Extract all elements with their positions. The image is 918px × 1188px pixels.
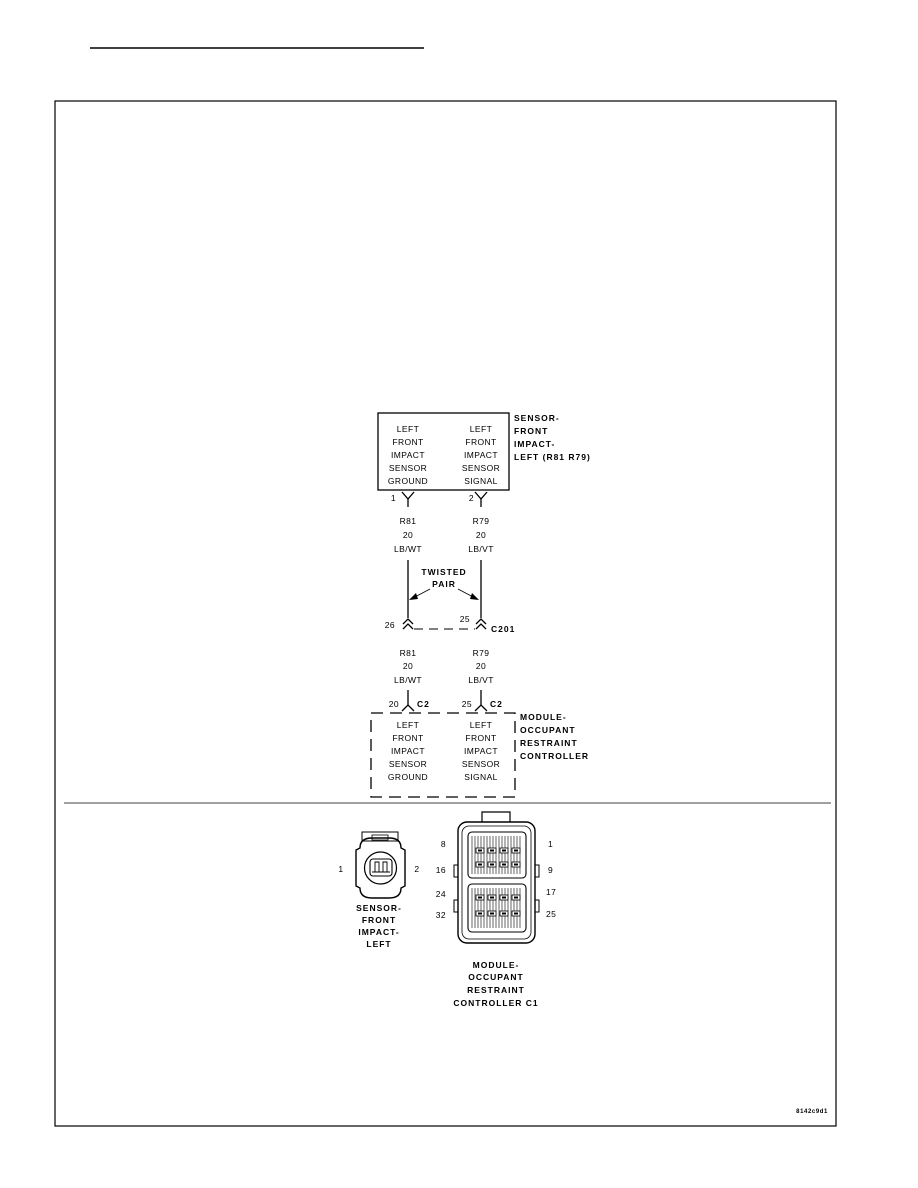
svg-text:SENSOR-: SENSOR- (514, 413, 560, 423)
c2-pin-25: 25 C2 (462, 699, 503, 712)
sensor-title: SENSOR- FRONT IMPACT- LEFT (R81 R79) (514, 413, 591, 462)
sensor-ground-label: LEFT FRONT IMPACT SENSOR GROUND (388, 424, 428, 486)
svg-text:IMPACT: IMPACT (464, 450, 498, 460)
svg-text:24: 24 (436, 889, 446, 899)
wire-r79-upper-label: R79 20 LB/VT (468, 516, 494, 554)
svg-text:32: 32 (436, 910, 446, 920)
sensor-connector-pin-1: 1 (338, 864, 343, 874)
sensor-connector-face (355, 831, 406, 899)
svg-text:LEFT: LEFT (366, 939, 391, 949)
svg-text:1: 1 (391, 493, 396, 503)
svg-text:LEFT (R81 R79): LEFT (R81 R79) (514, 452, 591, 462)
svg-text:25: 25 (460, 614, 470, 624)
twisted-pair-label: TWISTED PAIR (421, 567, 466, 589)
sensor-pin-2: 2 (469, 491, 488, 507)
svg-text:FRONT: FRONT (514, 426, 548, 436)
svg-text:MODULE-: MODULE- (473, 960, 520, 970)
svg-text:IMPACT-: IMPACT- (358, 927, 399, 937)
svg-text:LB/VT: LB/VT (468, 675, 494, 685)
c2-pin-20: 20 C2 (389, 699, 430, 712)
svg-text:IMPACT: IMPACT (391, 450, 425, 460)
svg-text:IMPACT: IMPACT (464, 746, 498, 756)
svg-text:LB/WT: LB/WT (394, 675, 422, 685)
svg-text:2: 2 (469, 493, 474, 503)
svg-text:17: 17 (546, 887, 556, 897)
svg-text:OCCUPANT: OCCUPANT (468, 972, 524, 982)
svg-text:MODULE-: MODULE- (520, 712, 567, 722)
diagram-frame (54, 100, 837, 1127)
svg-text:26: 26 (385, 620, 395, 630)
svg-text:LEFT: LEFT (397, 720, 419, 730)
svg-text:C2: C2 (417, 699, 430, 709)
svg-text:RESTRAINT: RESTRAINT (467, 985, 525, 995)
svg-text:FRONT: FRONT (392, 437, 423, 447)
svg-text:20: 20 (403, 530, 413, 540)
twisted-pair-arrows (409, 588, 479, 600)
svg-text:20: 20 (403, 661, 413, 671)
module-ground-label: LEFT FRONT IMPACT SENSOR GROUND (388, 720, 428, 782)
module-signal-label: LEFT FRONT IMPACT SENSOR SIGNAL (462, 720, 500, 782)
svg-text:16: 16 (436, 865, 446, 875)
sensor-front-impact-left-box: LEFT FRONT IMPACT SENSOR GROUND LEFT FRO… (377, 412, 510, 491)
module-title: MODULE- OCCUPANT RESTRAINT CONTROLLER (520, 712, 589, 761)
svg-text:FRONT: FRONT (465, 437, 496, 447)
module-connector-c1-face (453, 811, 540, 944)
c201-connector: 26 25 C201 (385, 614, 515, 634)
svg-text:RESTRAINT: RESTRAINT (520, 738, 578, 748)
svg-text:SENSOR: SENSOR (389, 463, 427, 473)
svg-text:20: 20 (476, 530, 486, 540)
svg-text:CONTROLLER: CONTROLLER (520, 751, 589, 761)
svg-text:LB/WT: LB/WT (394, 544, 422, 554)
sensor-signal-label: LEFT FRONT IMPACT SENSOR SIGNAL (462, 424, 500, 486)
svg-text:SENSOR: SENSOR (389, 759, 427, 769)
svg-text:SENSOR: SENSOR (462, 463, 500, 473)
svg-text:9: 9 (548, 865, 553, 875)
sensor-connector-caption: SENSOR- FRONT IMPACT- LEFT (356, 903, 402, 949)
svg-text:SENSOR: SENSOR (462, 759, 500, 769)
svg-text:SIGNAL: SIGNAL (464, 772, 498, 782)
svg-text:8: 8 (441, 839, 446, 849)
module-occupant-restraint-controller-box: LEFT FRONT IMPACT SENSOR GROUND LEFT FRO… (370, 712, 516, 798)
svg-text:SIGNAL: SIGNAL (464, 476, 498, 486)
svg-text:CONTROLLER C1: CONTROLLER C1 (453, 998, 538, 1008)
svg-text:FRONT: FRONT (362, 915, 396, 925)
svg-text:TWISTED: TWISTED (421, 567, 466, 577)
svg-text:LEFT: LEFT (397, 424, 419, 434)
module-connector-caption: MODULE- OCCUPANT RESTRAINT CONTROLLER C1 (453, 960, 538, 1008)
svg-text:C2: C2 (490, 699, 503, 709)
wire-r81-lower-label: R81 20 LB/WT (394, 648, 422, 685)
svg-text:R81: R81 (400, 648, 417, 658)
svg-text:SENSOR-: SENSOR- (356, 903, 402, 913)
svg-text:FRONT: FRONT (392, 733, 423, 743)
svg-text:GROUND: GROUND (388, 772, 428, 782)
svg-text:LB/VT: LB/VT (468, 544, 494, 554)
svg-text:1: 1 (548, 839, 553, 849)
svg-text:25: 25 (546, 909, 556, 919)
svg-text:IMPACT: IMPACT (391, 746, 425, 756)
svg-text:20: 20 (389, 699, 399, 709)
svg-text:PAIR: PAIR (432, 579, 456, 589)
svg-text:25: 25 (462, 699, 472, 709)
svg-text:LEFT: LEFT (470, 720, 492, 730)
sensor-pin-1: 1 (391, 491, 415, 507)
figure-id: 8142c9d1 (796, 1109, 828, 1115)
module-connector-pin-numbers-right: 1 9 17 25 (546, 839, 556, 919)
wire-r81-upper-label: R81 20 LB/WT (394, 516, 422, 554)
module-connector-pin-numbers-left: 8 16 24 32 (436, 839, 446, 920)
svg-text:R79: R79 (473, 516, 490, 526)
wire-r79-lower-label: R79 20 LB/VT (468, 648, 494, 685)
svg-text:LEFT: LEFT (470, 424, 492, 434)
svg-text:OCCUPANT: OCCUPANT (520, 725, 576, 735)
sensor-connector-pin-2: 2 (414, 864, 419, 874)
svg-text:GROUND: GROUND (388, 476, 428, 486)
svg-text:FRONT: FRONT (465, 733, 496, 743)
svg-text:C201: C201 (491, 624, 515, 634)
svg-text:R81: R81 (400, 516, 417, 526)
svg-text:20: 20 (476, 661, 486, 671)
svg-text:IMPACT-: IMPACT- (514, 439, 555, 449)
svg-text:R79: R79 (473, 648, 490, 658)
